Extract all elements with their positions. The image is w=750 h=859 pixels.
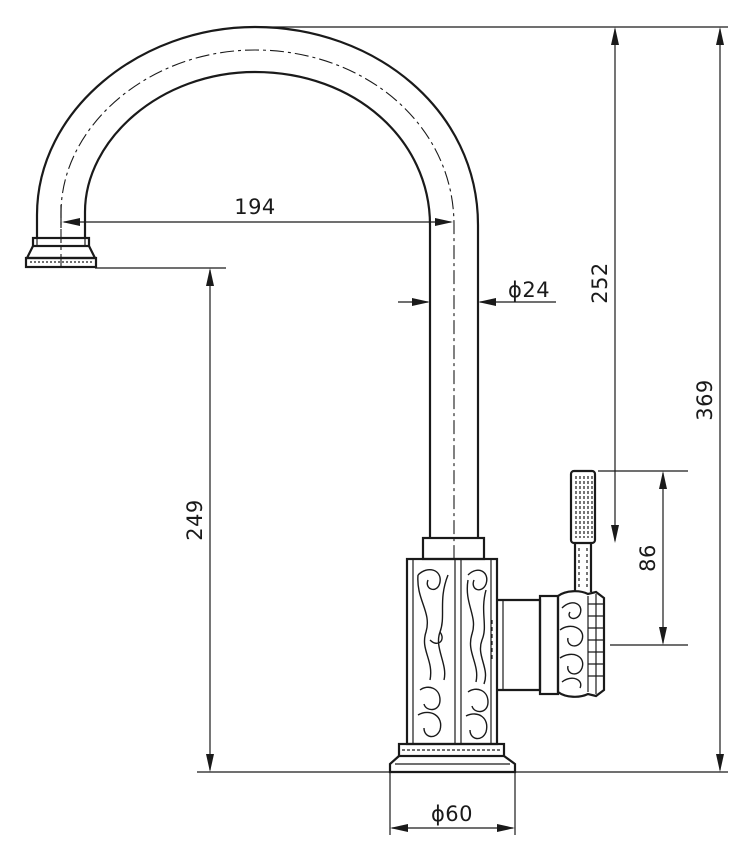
- valve-housing: [491, 594, 560, 696]
- label-lever-height: 86: [636, 544, 660, 572]
- spout-inner-contour: [83, 70, 432, 538]
- lever-handle: [569, 469, 597, 592]
- dimension-spout-reach: 194: [62, 195, 453, 226]
- dimension-outlet-height: 249: [183, 268, 214, 772]
- faucet-base: [388, 742, 517, 774]
- dimension-pipe-diameter: ϕ24: [398, 278, 556, 306]
- label-spout-reach: 194: [234, 195, 276, 219]
- spout-centerline: [60, 49, 455, 560]
- label-base-diameter: ϕ60: [431, 802, 473, 826]
- dimension-base-diameter: ϕ60: [390, 802, 515, 832]
- dimension-lever-height: 86: [636, 471, 667, 645]
- extension-lines: [60, 26, 728, 835]
- label-outlet-height: 249: [183, 499, 207, 541]
- faucet-outline: [24, 25, 606, 774]
- handle-rosette: [556, 590, 606, 698]
- dimension-total-height: 369: [693, 27, 724, 772]
- spout-outer-contour: [35, 25, 480, 538]
- label-total-height: 369: [693, 379, 717, 421]
- label-spout-height: 252: [588, 262, 612, 304]
- faucet-body: [405, 557, 499, 746]
- dimension-spout-height: 252: [588, 27, 619, 543]
- body-ornament-right: [465, 569, 489, 740]
- aerator-nozzle: [24, 236, 98, 269]
- label-pipe-diameter: ϕ24: [508, 278, 550, 302]
- body-ornament-left: [417, 568, 449, 738]
